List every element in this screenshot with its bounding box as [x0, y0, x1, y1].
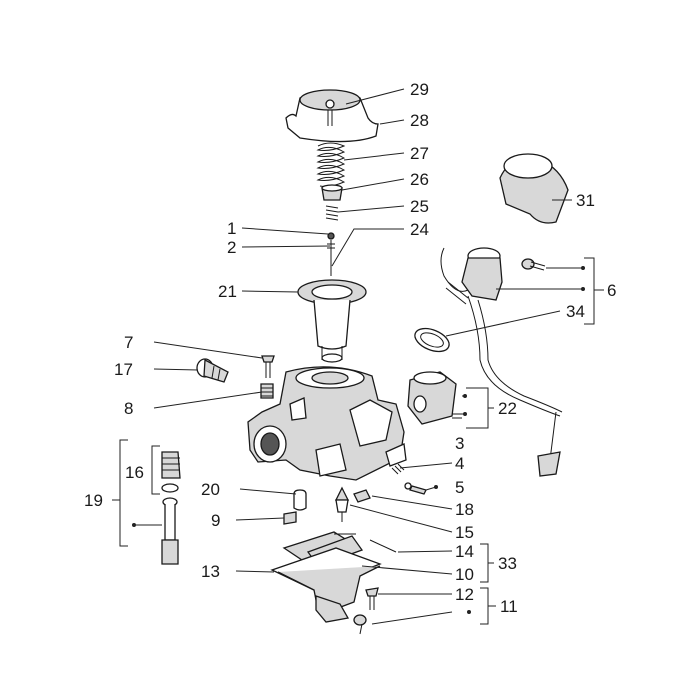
callout-20: 20 — [201, 480, 220, 499]
small-spring-part — [325, 205, 339, 221]
callout-7: 7 — [124, 333, 133, 352]
main-jet-part — [293, 489, 307, 511]
callout-12: 12 — [455, 585, 474, 604]
float-needle-part — [334, 486, 350, 522]
callout-17: 17 — [114, 360, 133, 379]
callout-16: 16 — [125, 463, 144, 482]
jet-16-part — [161, 451, 181, 493]
callout-25: 25 — [410, 197, 429, 216]
callout-2: 2 — [227, 238, 236, 257]
needle-part — [327, 232, 335, 276]
drain-screw-part — [353, 614, 367, 635]
nut-18-part — [353, 489, 371, 503]
leader-dots — [132, 266, 585, 614]
spring-8-part — [260, 383, 274, 399]
spring-part — [316, 142, 346, 187]
carburetor-body-part — [247, 366, 407, 481]
screw-7-part — [261, 355, 275, 378]
tube-19-part — [161, 497, 179, 565]
leader-lines — [136, 88, 584, 625]
callout-34: 34 — [566, 302, 585, 321]
screw-12-part — [365, 587, 379, 610]
callout-3: 3 — [455, 434, 464, 453]
callout-8: 8 — [124, 399, 133, 418]
callout-29: 29 — [410, 80, 429, 99]
callout-labels: 29 28 27 26 25 24 1 2 21 7 17 8 31 6 34 … — [84, 80, 616, 616]
idle-screw-part — [196, 358, 229, 383]
callout-24: 24 — [410, 220, 429, 239]
callout-13: 13 — [201, 562, 220, 581]
callout-4: 4 — [455, 454, 464, 473]
starter-valve-part — [440, 247, 563, 477]
callout-19: 19 — [84, 491, 103, 510]
callout-6: 6 — [607, 281, 616, 300]
callout-22: 22 — [498, 399, 517, 418]
pump-22-part — [407, 371, 462, 425]
rubber-cap-part — [499, 153, 569, 224]
top-cover-part — [285, 89, 379, 143]
callout-5: 5 — [455, 478, 464, 497]
group-brackets — [112, 257, 604, 625]
callout-21: 21 — [218, 282, 237, 301]
callout-18: 18 — [455, 500, 474, 519]
callout-33: 33 — [498, 554, 517, 573]
callout-1: 1 — [227, 219, 236, 238]
callout-11: 11 — [500, 597, 518, 616]
callout-15: 15 — [455, 523, 474, 542]
gasket-34-part — [414, 327, 450, 353]
callout-26: 26 — [410, 170, 429, 189]
callout-14: 14 — [455, 542, 474, 561]
small-jet-9-part — [283, 511, 297, 525]
callout-10: 10 — [455, 565, 474, 584]
callout-9: 9 — [211, 511, 220, 530]
callout-31: 31 — [576, 191, 595, 210]
mixture-screw-part — [391, 463, 427, 495]
float-bowl-part — [270, 547, 382, 623]
spring-seat-part — [321, 184, 343, 201]
callout-27: 27 — [410, 144, 429, 163]
callout-28: 28 — [410, 111, 429, 130]
screw-6-part — [521, 258, 546, 271]
diaphragm-slide-part — [297, 279, 367, 363]
